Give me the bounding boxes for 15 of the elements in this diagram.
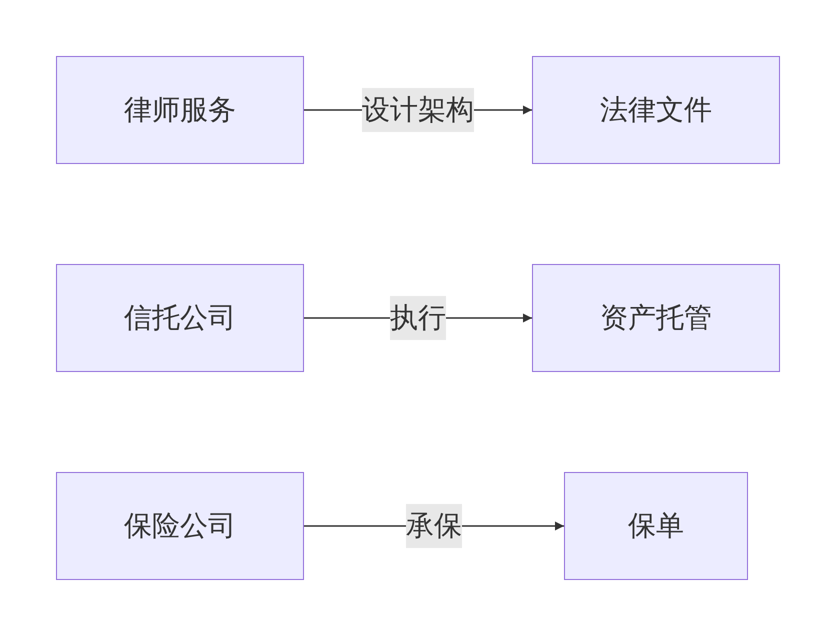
process-box bbox=[56, 472, 304, 580]
node-label: 资产托管 bbox=[600, 300, 712, 336]
edge-label: 执行 bbox=[390, 296, 446, 340]
node-label: 信托公司 bbox=[124, 300, 236, 336]
process-box bbox=[564, 472, 748, 580]
process-box bbox=[56, 56, 304, 164]
node-label: 律师服务 bbox=[124, 92, 236, 128]
process-box bbox=[532, 264, 780, 372]
edge-label: 承保 bbox=[406, 504, 462, 548]
process-box bbox=[532, 56, 780, 164]
edge-label: 设计架构 bbox=[362, 88, 474, 132]
process-box bbox=[56, 264, 304, 372]
node-label: 保单 bbox=[628, 508, 684, 544]
node-label: 保险公司 bbox=[124, 508, 236, 544]
node-label: 法律文件 bbox=[600, 92, 712, 128]
